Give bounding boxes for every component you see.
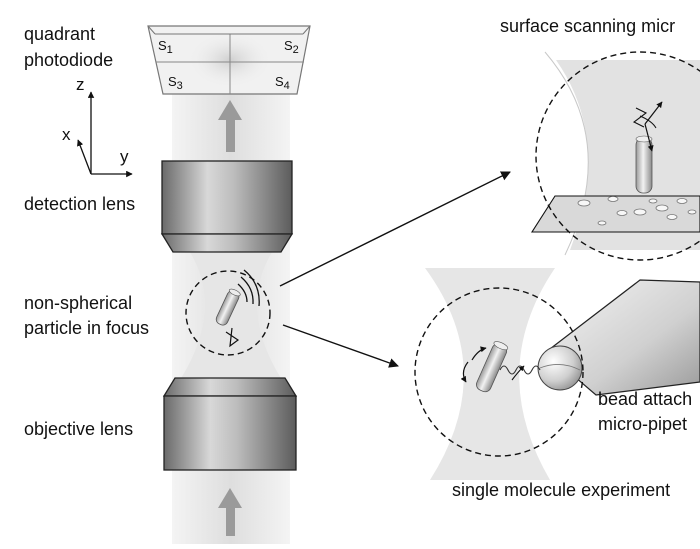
arrow-to-single-molecule (282, 324, 399, 368)
focus-region (185, 269, 271, 356)
quadrant-s1: S1 (158, 38, 173, 56)
quadrant-photodiode: S1 S2 S3 S4 (147, 25, 311, 95)
label-objective-lens: objective lens (24, 419, 133, 439)
label-detection-lens: detection lens (24, 194, 135, 214)
label-surface-scanning: surface scanning micr (500, 16, 675, 36)
surface-particles (577, 196, 697, 226)
non-spherical-particle (215, 288, 241, 326)
axis-y-label: y (120, 147, 129, 166)
label-micro-pipette: micro-pipet (598, 414, 687, 434)
quadrant-s4: S4 (275, 74, 290, 92)
beam-direction-arrow-top (218, 100, 242, 152)
surface-scanning-inset (530, 51, 700, 261)
label-bead-attached: bead attach (598, 389, 692, 409)
label-particle-in-focus: particle in focus (24, 318, 149, 338)
label-single-molecule: single molecule experiment (452, 480, 670, 500)
coordinate-axes: z x y (62, 75, 133, 178)
single-molecule-inset (414, 268, 700, 480)
quadrant-s2: S2 (284, 38, 299, 56)
detection-lens (160, 160, 294, 253)
label-photodiode: photodiode (24, 50, 113, 70)
objective-lens (162, 377, 298, 471)
arrow-to-surface-scanning (279, 171, 511, 287)
beam-direction-arrow-bottom (218, 488, 242, 536)
quadrant-s3: S3 (168, 74, 183, 92)
label-non-spherical: non-spherical (24, 293, 132, 313)
label-quadrant: quadrant (24, 24, 95, 44)
axis-z-label: z (76, 75, 85, 94)
axis-x-label: x (62, 125, 71, 144)
